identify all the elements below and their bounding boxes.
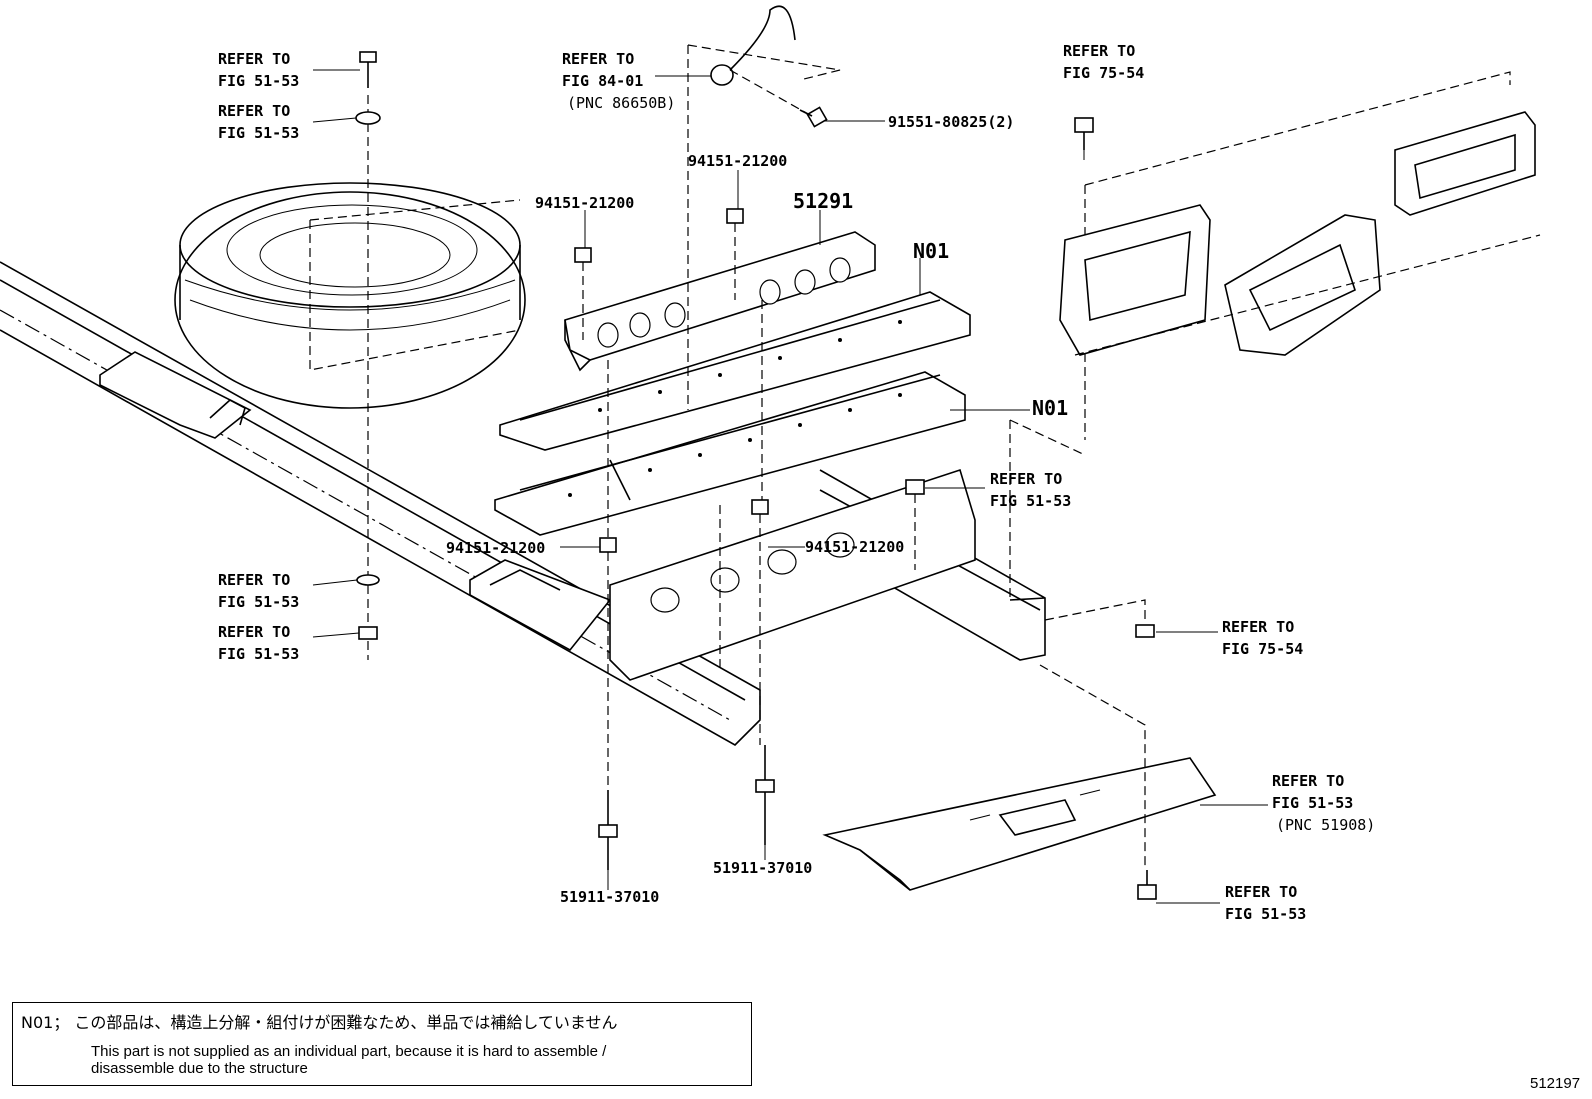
bolt-sensor bbox=[729, 69, 828, 128]
label-nut-c: 94151-21200 bbox=[446, 539, 545, 557]
nut-frame bbox=[905, 479, 925, 495]
label-stud-b: 51911-37010 bbox=[713, 859, 812, 877]
label-sensor-l2: FIG 84-01 bbox=[562, 72, 643, 90]
nut-bumper bbox=[1135, 624, 1155, 638]
label-plate-bolt-l2: FIG 51-53 bbox=[1225, 905, 1306, 923]
washer-bottom bbox=[356, 574, 380, 586]
label-n01-lower: N01 bbox=[1032, 396, 1068, 420]
label-bolt-sensor: 91551-80825(2) bbox=[888, 113, 1014, 131]
label-bumper-bolt-l2: FIG 75-54 bbox=[1063, 64, 1144, 82]
label-crossmember: 51291 bbox=[793, 189, 853, 213]
bumper-brackets bbox=[1059, 71, 1541, 440]
note-japanese: N01； この部品は、構造上分解・組付けが困難なため、単品では補給していません bbox=[21, 1013, 618, 1032]
label-washer-bottom-l2: FIG 51-53 bbox=[218, 593, 299, 611]
figure-id: 512197 bbox=[1530, 1075, 1581, 1092]
label-plate-l2: FIG 51-53 bbox=[1272, 794, 1353, 812]
sensor bbox=[687, 5, 841, 410]
label-nut-bottom-l2: FIG 51-53 bbox=[218, 645, 299, 663]
nut-d bbox=[751, 499, 769, 515]
bolt-bumper bbox=[1074, 117, 1094, 150]
label-n01-upper: N01 bbox=[913, 239, 949, 263]
note-box: N01； この部品は、構造上分解・組付けが困難なため、単品では補給していません … bbox=[12, 1002, 752, 1086]
label-washer-bottom-l1: REFER TO bbox=[218, 571, 290, 589]
label-plate-l1: REFER TO bbox=[1272, 772, 1344, 790]
stud-b bbox=[755, 745, 775, 845]
label-nut-b: 94151-21200 bbox=[688, 152, 787, 170]
n01-upper-rail bbox=[499, 291, 971, 451]
label-bumper-nut-l2: FIG 75-54 bbox=[1222, 640, 1303, 658]
label-nut-d: 94151-21200 bbox=[805, 538, 904, 556]
label-plate-l3: (PNC 51908) bbox=[1276, 816, 1375, 834]
leader-lines bbox=[312, 69, 1268, 904]
note-english-line-1: This part is not supplied as an individu… bbox=[91, 1043, 607, 1060]
label-washer-top-l2: FIG 51-53 bbox=[218, 124, 299, 142]
bolt-top bbox=[359, 51, 377, 660]
label-sensor-l1: REFER TO bbox=[562, 50, 634, 68]
bolt-plate bbox=[1137, 870, 1157, 900]
label-bolt-top-l1: REFER TO bbox=[218, 50, 290, 68]
nut-a bbox=[574, 247, 592, 263]
label-washer-top-l1: REFER TO bbox=[218, 102, 290, 120]
washer-top bbox=[355, 111, 381, 125]
nut-b bbox=[726, 208, 744, 224]
lower-crossmember bbox=[609, 468, 976, 681]
label-stud-a: 51911-37010 bbox=[560, 888, 659, 906]
crossmember-51291 bbox=[564, 231, 876, 372]
n01-lower-rail bbox=[494, 371, 966, 536]
spare-tire bbox=[174, 182, 526, 409]
label-bumper-nut-l1: REFER TO bbox=[1222, 618, 1294, 636]
label-frame-nut-l1: REFER TO bbox=[990, 470, 1062, 488]
frame-rail-left bbox=[0, 261, 761, 746]
note-english-line-2: disassemble due to the structure bbox=[91, 1060, 308, 1077]
stud-a bbox=[598, 790, 618, 870]
nut-bottom bbox=[358, 626, 378, 640]
label-frame-nut-l2: FIG 51-53 bbox=[990, 492, 1071, 510]
label-bolt-top-l2: FIG 51-53 bbox=[218, 72, 299, 90]
label-bumper-bolt-l1: REFER TO bbox=[1063, 42, 1135, 60]
label-sensor-l3: (PNC 86650B) bbox=[567, 94, 675, 112]
nut-c bbox=[599, 537, 617, 553]
label-nut-a: 94151-21200 bbox=[535, 194, 634, 212]
skid-plate bbox=[822, 757, 1217, 891]
label-nut-bottom-l1: REFER TO bbox=[218, 623, 290, 641]
label-plate-bolt-l1: REFER TO bbox=[1225, 883, 1297, 901]
